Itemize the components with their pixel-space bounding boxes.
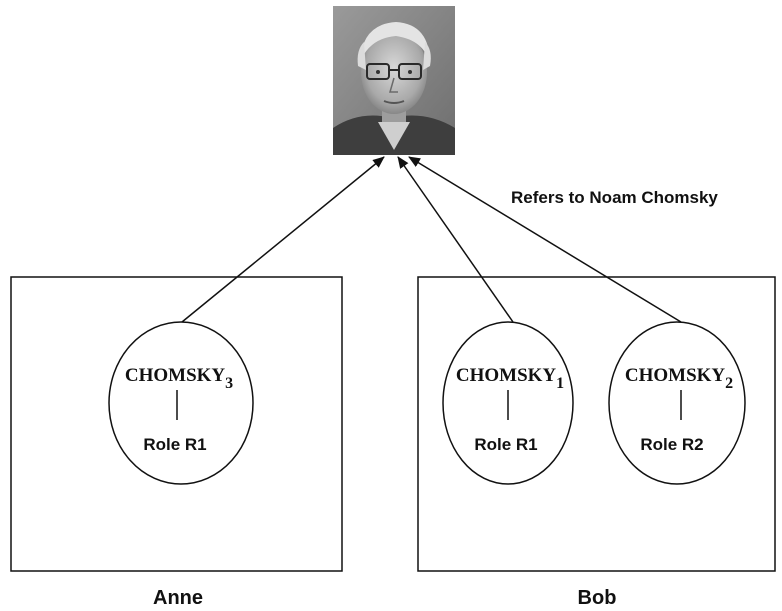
concept-node-chomsky-3: CHOMSKY3 Role R1	[108, 321, 254, 485]
concept-role-label: Role R1	[474, 435, 537, 454]
concept-label: CHOMSKY3	[125, 365, 233, 392]
concept-node-chomsky-2: CHOMSKY2 Role R2	[608, 321, 746, 485]
portrait-photo	[333, 6, 455, 155]
person-box-anne	[10, 276, 343, 572]
concept-label: CHOMSKY1	[456, 365, 564, 392]
concept-node-chomsky-1: CHOMSKY1 Role R1	[442, 321, 574, 485]
reference-arrow-chomsky-2	[408, 156, 682, 323]
reference-arrow-chomsky-3	[181, 156, 385, 323]
person-name-bob: Bob	[578, 587, 617, 609]
concept-label: CHOMSKY2	[625, 365, 733, 392]
concept-role-label: Role R1	[143, 435, 206, 454]
reference-annotation: Refers to Noam Chomsky	[511, 188, 718, 207]
reference-arrow-chomsky-1	[397, 156, 514, 323]
concept-role-label: Role R2	[640, 435, 703, 454]
person-name-anne: Anne	[153, 587, 203, 609]
person-box-bob	[417, 276, 776, 572]
